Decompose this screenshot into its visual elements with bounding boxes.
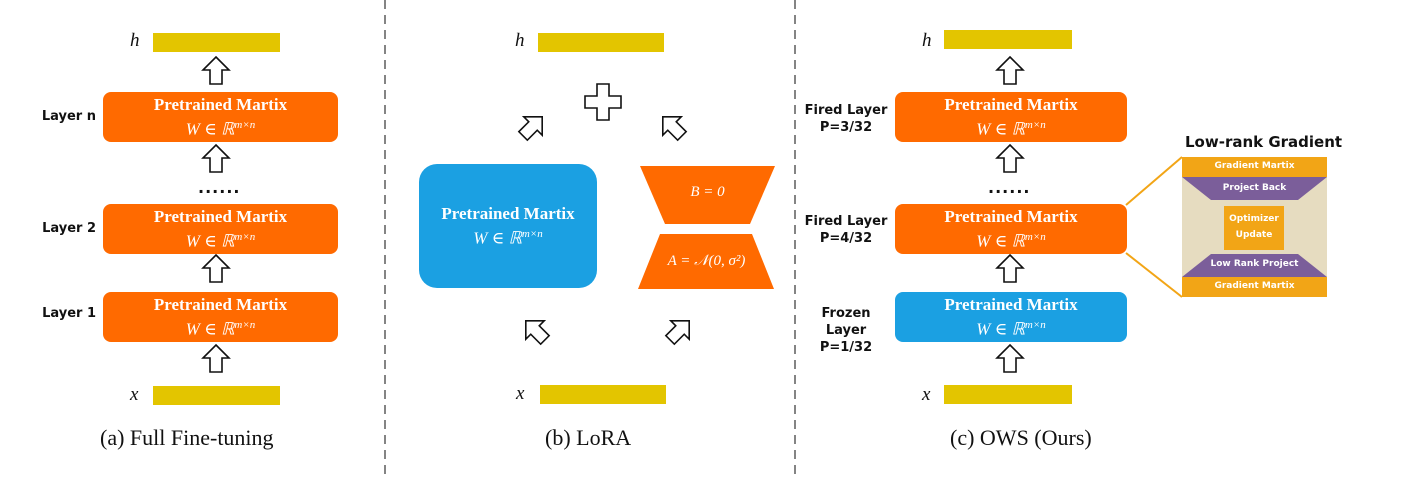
output-bar xyxy=(944,30,1072,49)
layer-1-label: Layer 1 xyxy=(42,306,96,321)
layer-formula: W ∈ ℝm×n xyxy=(185,118,256,139)
connector-line xyxy=(1125,252,1183,298)
lr-top-label: Gradient Martix xyxy=(1214,161,1295,171)
layer-formula: W ∈ ℝm×n xyxy=(185,230,256,251)
caption-c: (c) OWS (Ours) xyxy=(950,425,1092,450)
layer-title: Pretrained Martix xyxy=(153,94,288,114)
frozen-pretrained-box: Pretrained Martix W ∈ ℝm×n xyxy=(419,164,597,288)
input-var-x: x xyxy=(130,384,139,405)
output-var-h: h xyxy=(922,30,932,51)
output-bar xyxy=(153,33,280,52)
layer-prob: P=1/32 xyxy=(819,340,873,355)
arrow-up-icon xyxy=(996,56,1024,85)
layer-1-box: Pretrained Martix W ∈ ℝm×n xyxy=(103,292,338,342)
output-var-h: h xyxy=(130,30,140,51)
arrow-up-icon xyxy=(996,254,1024,283)
fired-layer-label: Fired Layer P=3/32 xyxy=(800,102,892,136)
layer-formula: W ∈ ℝm×n xyxy=(976,118,1046,139)
input-bar xyxy=(153,386,280,405)
lr-low-rank-project-label: Low Rank Project xyxy=(1210,259,1299,269)
arrow-up-icon xyxy=(202,144,230,173)
arrow-diagonal-icon xyxy=(513,106,553,146)
output-bar xyxy=(538,33,664,52)
plus-icon xyxy=(584,83,622,121)
layer-title: Pretrained Martix xyxy=(944,294,1078,314)
layer-n-label: Layer n xyxy=(41,109,96,124)
layer-prob: P=3/32 xyxy=(819,120,873,135)
lr-optimizer-label: Optimizer xyxy=(1229,214,1279,224)
lr-project-back-label: Project Back xyxy=(1222,183,1287,193)
low-rank-title: Low-rank Gradient xyxy=(1185,133,1343,151)
input-var-x: x xyxy=(922,384,931,405)
layer-2-label: Layer 2 xyxy=(42,221,96,236)
caption-b: (b) LoRA xyxy=(545,425,632,450)
frozen-layer-box: Pretrained Martix W ∈ ℝm×n xyxy=(895,292,1127,342)
input-var-x: x xyxy=(516,383,525,404)
lora-a-label: A = 𝒩(0, σ²) xyxy=(667,253,746,269)
connector-line xyxy=(1125,156,1183,206)
lr-top-band xyxy=(1182,157,1327,177)
output-var-h: h xyxy=(515,30,525,51)
arrow-diagonal-icon xyxy=(652,106,692,146)
layer-formula: W ∈ ℝm×n xyxy=(185,318,256,339)
layer-title: Pretrained Martix xyxy=(153,294,288,314)
ellipsis: ...... xyxy=(198,178,241,197)
layer-n-box: Pretrained Martix W ∈ ℝm×n xyxy=(103,92,338,142)
arrow-up-icon xyxy=(996,344,1024,373)
lr-project-back xyxy=(1182,177,1327,200)
arrow-up-icon xyxy=(202,344,230,373)
layer-prob: P=4/32 xyxy=(819,231,873,246)
fired-layer-box: Pretrained Martix W ∈ ℝm×n xyxy=(895,92,1127,142)
ellipsis: ...... xyxy=(988,178,1031,197)
layer-state: Fired Layer xyxy=(804,103,888,118)
lora-a-trapezoid xyxy=(638,234,774,289)
layer-formula: W ∈ ℝm×n xyxy=(473,227,543,248)
fired-layer-label: Fired Layer P=4/32 xyxy=(800,213,892,247)
input-bar xyxy=(540,385,666,404)
lr-update-label: Update xyxy=(1235,230,1273,240)
lr-bottom-band xyxy=(1182,277,1327,297)
layer-formula: W ∈ ℝm×n xyxy=(976,318,1046,339)
layer-title: Pretrained Martix xyxy=(441,203,575,223)
fired-layer-box: Pretrained Martix W ∈ ℝm×n xyxy=(895,204,1127,254)
layer-title: Pretrained Martix xyxy=(944,206,1078,226)
arrow-up-icon xyxy=(996,144,1024,173)
arrow-up-icon xyxy=(202,56,230,85)
input-bar xyxy=(944,385,1072,404)
caption-a: (a) Full Fine-tuning xyxy=(100,425,274,450)
layer-title: Pretrained Martix xyxy=(153,206,288,226)
layer-2-box: Pretrained Martix W ∈ ℝm×n xyxy=(103,204,338,254)
lr-low-rank-project xyxy=(1182,254,1327,277)
layer-state: Frozen Layer xyxy=(821,306,871,338)
arrow-diagonal-icon xyxy=(660,310,700,350)
arrow-up-icon xyxy=(202,254,230,283)
layer-state: Fired Layer xyxy=(804,214,888,229)
lr-bottom-label: Gradient Martix xyxy=(1214,281,1295,291)
layer-formula: W ∈ ℝm×n xyxy=(976,230,1046,251)
lora-b-label: B = 0 xyxy=(690,184,725,200)
lora-b-trapezoid xyxy=(640,166,775,224)
arrow-diagonal-icon xyxy=(515,310,555,350)
layer-title: Pretrained Martix xyxy=(944,94,1078,114)
frozen-layer-label: Frozen Layer P=1/32 xyxy=(800,305,892,356)
lr-optimizer xyxy=(1224,206,1284,250)
